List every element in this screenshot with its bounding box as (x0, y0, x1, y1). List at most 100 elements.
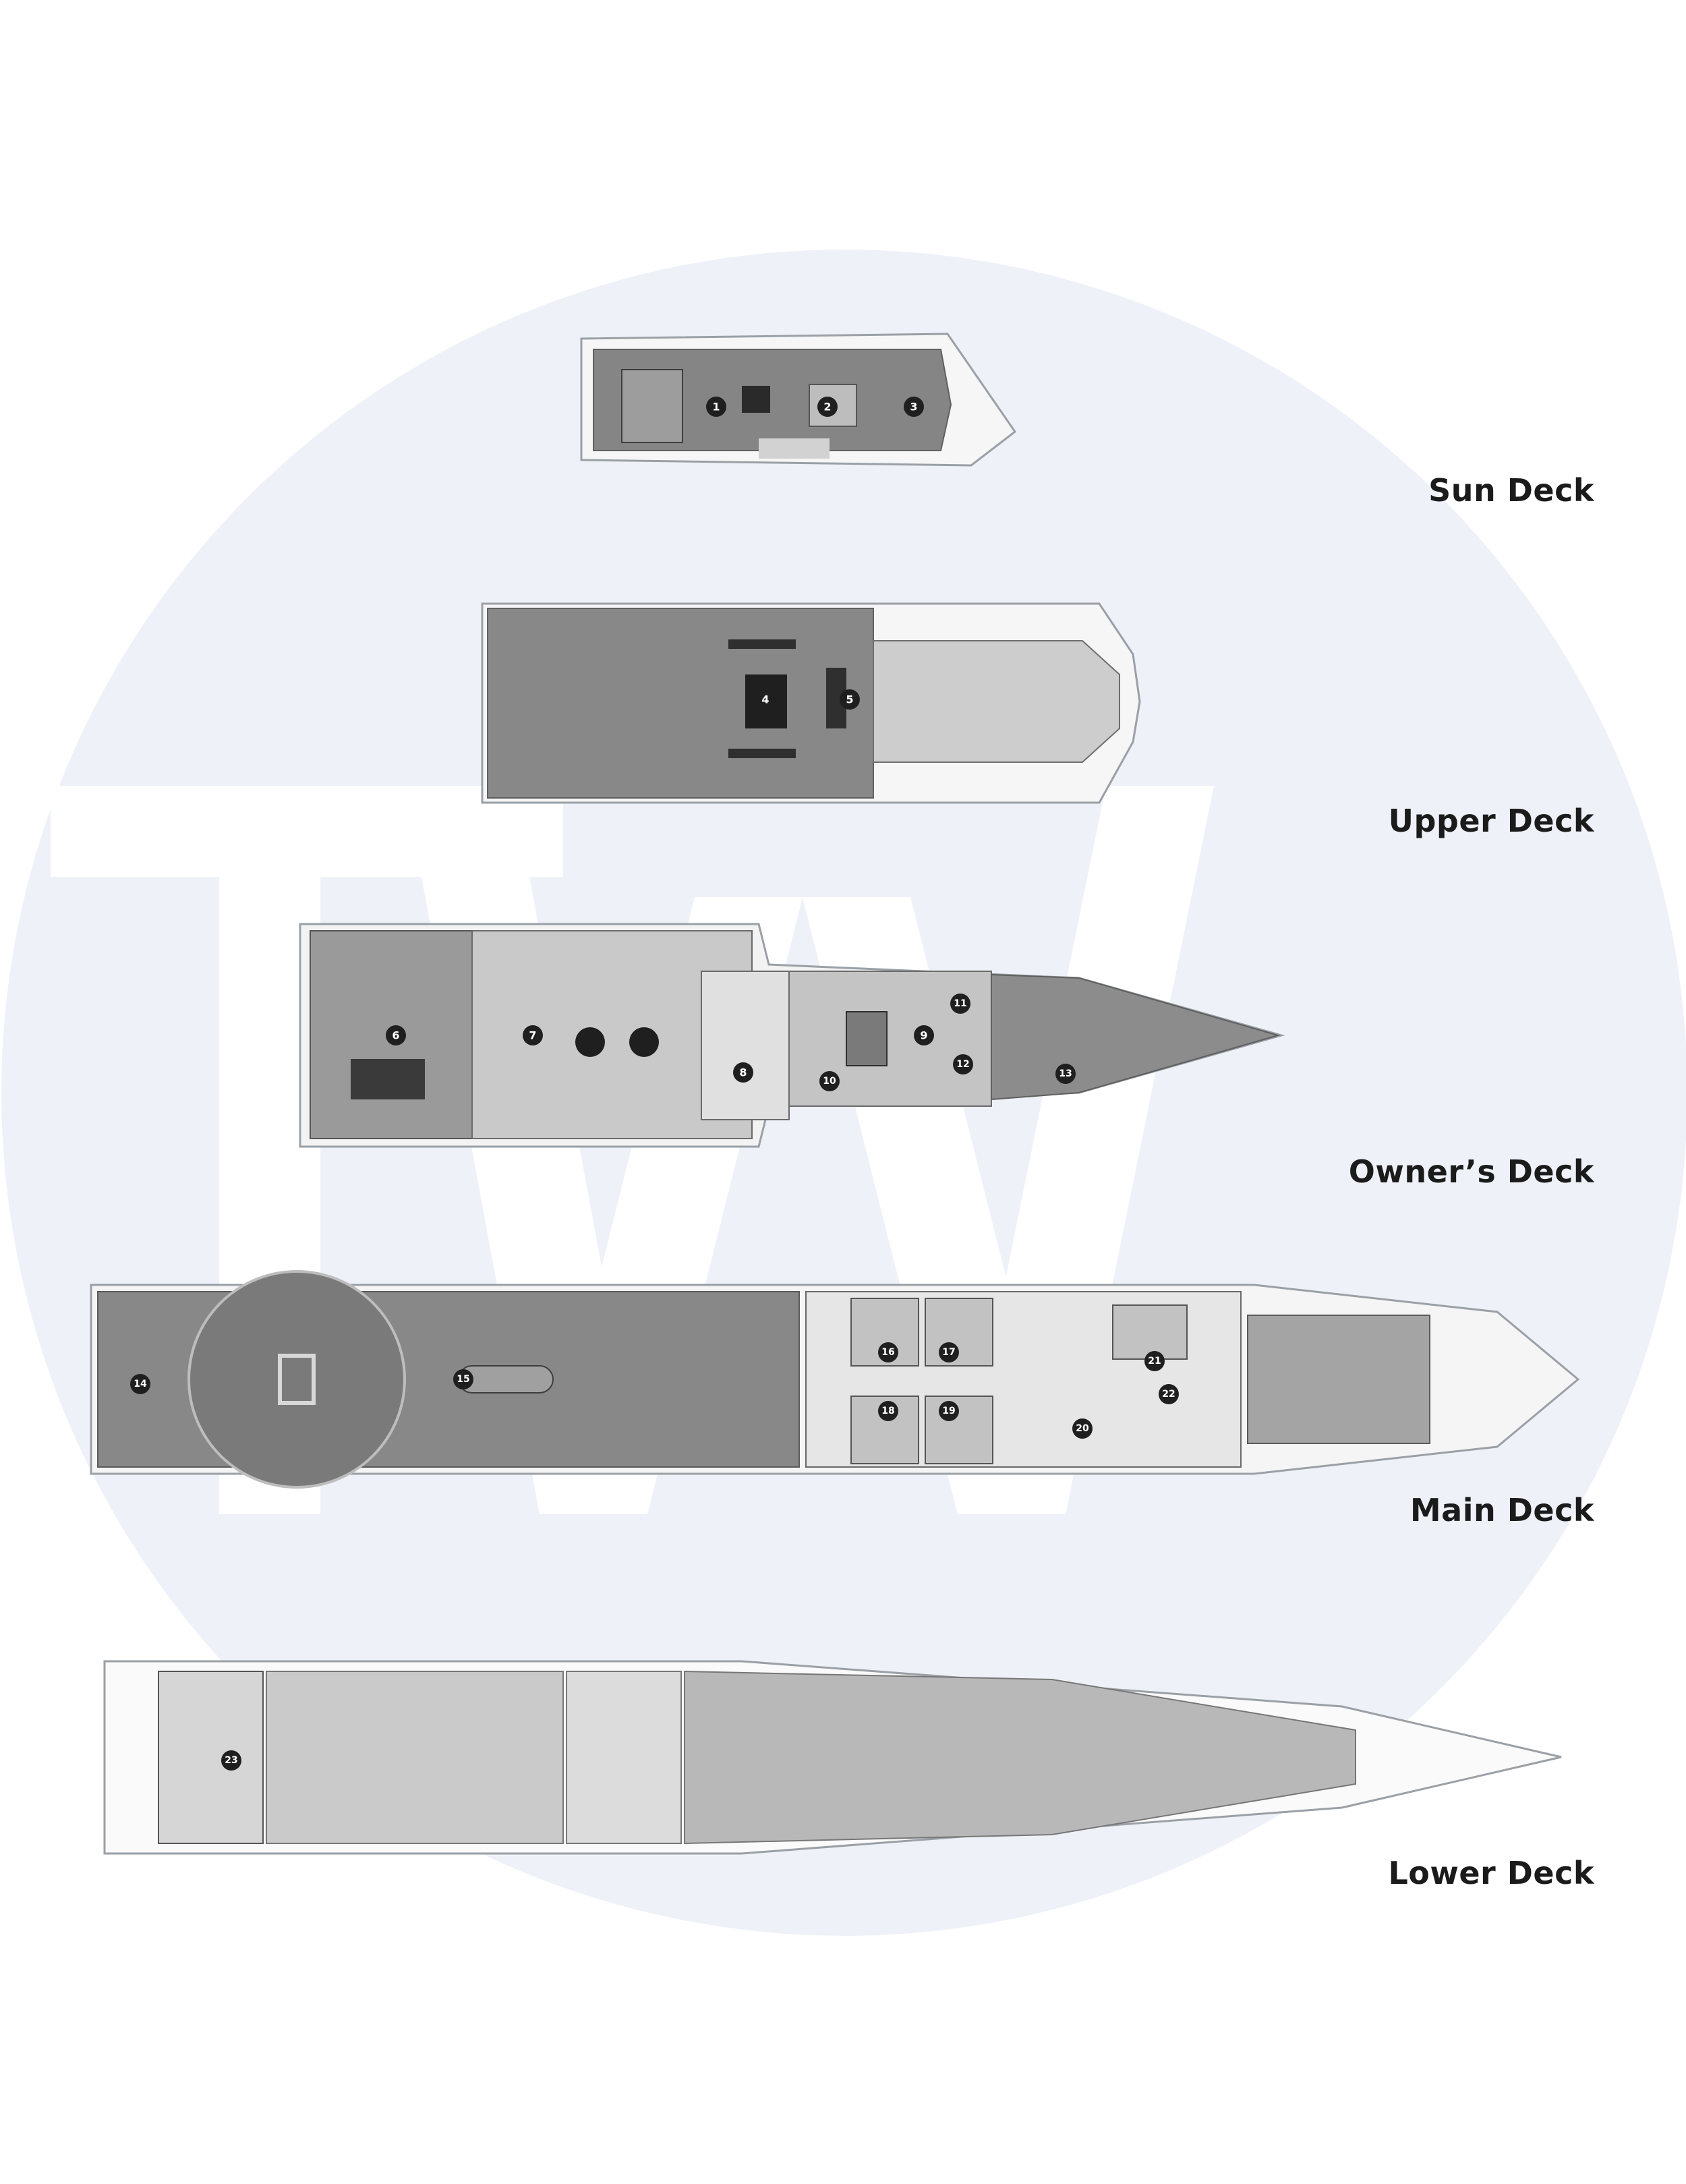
marker-15: 15 (453, 1369, 473, 1389)
marker-4: 4 (755, 689, 776, 710)
marker-number: 23 (225, 1755, 237, 1766)
marker-circle (706, 397, 726, 417)
lower-deck-aft-section (158, 1671, 264, 1844)
marker-circle (1072, 1418, 1093, 1439)
upper-deck-bench-bottom (728, 749, 796, 758)
lower-deck-engine-room (266, 1671, 564, 1844)
marker-circle (817, 397, 838, 417)
deck-label-upper: Upper Deck (1388, 803, 1594, 839)
marker-circle (523, 1025, 543, 1045)
marker-circle (878, 1401, 898, 1421)
marker-number: 21 (1148, 1356, 1161, 1367)
marker-circle (1159, 1384, 1179, 1404)
marker-number: 10 (823, 1076, 836, 1087)
marker-circle (819, 1071, 840, 1091)
main-deck-bow-garage (1247, 1315, 1430, 1444)
sun-deck-stairs (759, 438, 830, 459)
marker-circle (904, 397, 924, 417)
owners-deck-stairwell (701, 971, 790, 1120)
main-deck-helipad-h (278, 1354, 316, 1405)
marker-circle (953, 1054, 973, 1074)
marker-1: 1 (706, 397, 726, 417)
upper-deck-bench-top (728, 639, 796, 649)
sun-deck-lounge-sofa (621, 369, 683, 443)
marker-19: 19 (939, 1401, 959, 1421)
upper-deck-floor (487, 608, 874, 799)
marker-circle (130, 1374, 150, 1394)
marker-number: 12 (956, 1059, 969, 1070)
owners-deck-master-suite (788, 971, 992, 1107)
main-deck-cabin-17 (925, 1298, 993, 1367)
owners-deck-plan (299, 923, 1285, 1148)
marker-number: 7 (529, 1029, 536, 1042)
deck-label-main: Main Deck (1409, 1492, 1594, 1528)
marker-14: 14 (130, 1374, 150, 1394)
marker-number: 2 (823, 401, 831, 413)
marker-13: 13 (1055, 1064, 1076, 1084)
marker-number: 16 (881, 1347, 894, 1358)
marker-number: 20 (1076, 1423, 1089, 1434)
marker-number: 3 (910, 401, 917, 413)
marker-circle (950, 994, 970, 1014)
deck-label-owners: Owner’s Deck (1348, 1153, 1594, 1190)
marker-12: 12 (953, 1054, 973, 1074)
marker-number: 18 (881, 1406, 894, 1416)
deck-label-sun: Sun Deck (1428, 472, 1594, 509)
marker-number: 5 (846, 693, 853, 706)
marker-circle (221, 1750, 241, 1771)
marker-10: 10 (819, 1071, 840, 1091)
marker-18: 18 (878, 1401, 898, 1421)
sun-deck-table (742, 386, 770, 413)
marker-16: 16 (878, 1342, 898, 1362)
deck-label-lower: Lower Deck (1388, 1855, 1594, 1891)
marker-circle (1055, 1064, 1076, 1084)
marker-circle (1144, 1351, 1165, 1371)
marker-number: 15 (457, 1374, 469, 1385)
marker-5: 5 (840, 689, 860, 710)
marker-8: 8 (733, 1062, 753, 1083)
marker-number: 13 (1059, 1068, 1072, 1079)
marker-circle (914, 1025, 934, 1045)
marker-3: 3 (904, 397, 924, 417)
marker-circle (755, 689, 776, 710)
main-deck-cabin-21 (1112, 1304, 1188, 1360)
marker-20: 20 (1072, 1418, 1093, 1439)
marker-number: 6 (392, 1029, 399, 1042)
marker-number: 1 (712, 401, 720, 413)
lower-deck-crew-area (684, 1670, 1356, 1845)
marker-23: 23 (221, 1750, 241, 1771)
marker-circle (453, 1369, 473, 1389)
marker-9: 9 (914, 1025, 934, 1045)
marker-17: 17 (939, 1342, 959, 1362)
owners-deck-bed (846, 1011, 888, 1066)
main-deck-cabin-19 (925, 1396, 993, 1464)
marker-number: 14 (134, 1379, 147, 1389)
main-deck-helipad (187, 1270, 406, 1489)
sun-deck-plan (580, 333, 1017, 467)
marker-2: 2 (817, 397, 838, 417)
marker-circle (840, 689, 860, 710)
lower-deck-mid-section (566, 1671, 682, 1844)
marker-number: 11 (954, 998, 966, 1009)
marker-number: 17 (942, 1347, 955, 1358)
marker-7: 7 (523, 1025, 543, 1045)
marker-number: 22 (1162, 1389, 1175, 1400)
marker-circle (733, 1062, 753, 1083)
marker-number: 4 (761, 693, 769, 706)
owners-deck-dining-table (351, 1059, 425, 1099)
upper-deck-plan (481, 602, 1141, 804)
owners-deck-salon-table-2 (629, 1027, 659, 1057)
marker-number: 9 (920, 1029, 927, 1042)
marker-circle (386, 1025, 406, 1045)
owners-deck-salon-table-1 (575, 1027, 605, 1057)
marker-21: 21 (1144, 1351, 1165, 1371)
upper-deck-interior (873, 640, 1120, 763)
marker-11: 11 (950, 994, 970, 1014)
lower-deck-plan (103, 1660, 1562, 1855)
marker-circle (939, 1401, 959, 1421)
marker-circle (939, 1342, 959, 1362)
marker-number: 19 (942, 1406, 955, 1416)
marker-number: 8 (739, 1066, 747, 1079)
